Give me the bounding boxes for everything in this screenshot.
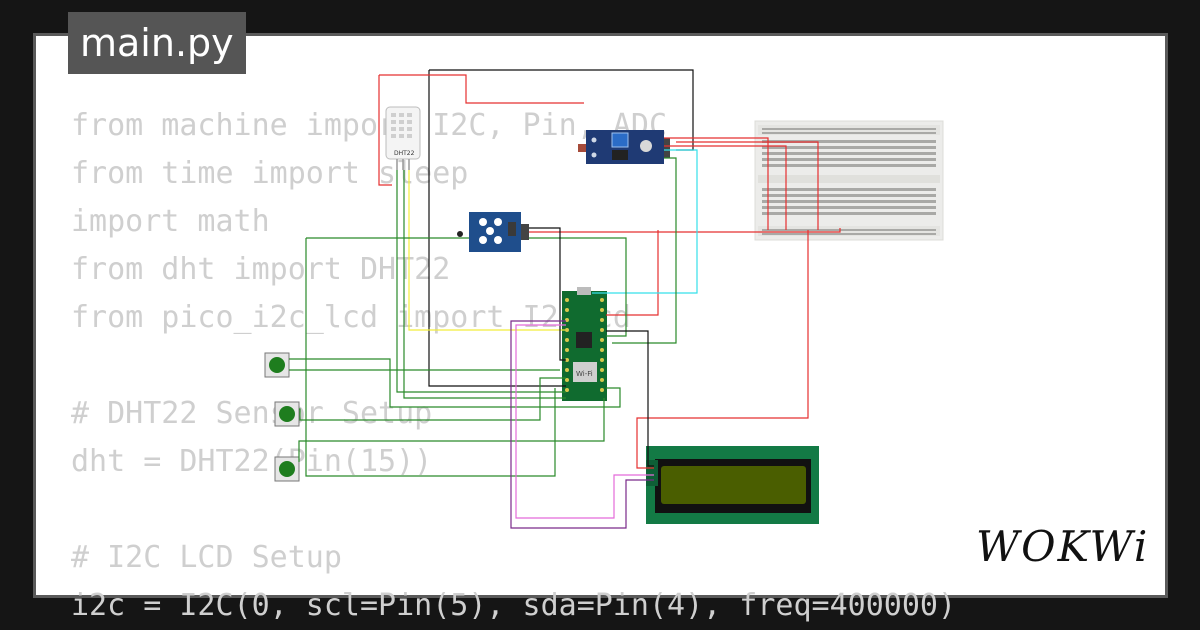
code-line: # I2C LCD Setup [71,540,342,575]
code-line: from dht import DHT22 [71,252,451,287]
code-line: i2c = I2C(0, scl=Pin(5), sda=Pin(4), fre… [71,588,957,623]
push-button-3[interactable] [274,456,300,482]
push-button-2[interactable] [274,401,300,427]
code-line: import math [71,204,270,239]
pico-w-board[interactable]: Wi-Fi [562,287,607,401]
file-tab[interactable]: main.py [68,12,246,74]
dht22-label: DHT22 [394,150,415,157]
wires [289,69,841,529]
temperature-sensor-module[interactable] [457,212,529,252]
wokwi-logo: WOKWi [976,522,1150,571]
code-line: from time import sleep [71,156,469,191]
breadboard[interactable] [754,120,944,241]
code-line: from pico_i2c_lcd import I2cLcd [71,300,631,335]
lcd-display[interactable] [646,446,819,524]
light-sensor-module[interactable] [578,130,670,164]
pico-wifi-label: Wi-Fi [576,370,593,378]
dht22-sensor[interactable]: DHT22 [385,106,421,170]
push-button-1[interactable] [264,352,290,378]
